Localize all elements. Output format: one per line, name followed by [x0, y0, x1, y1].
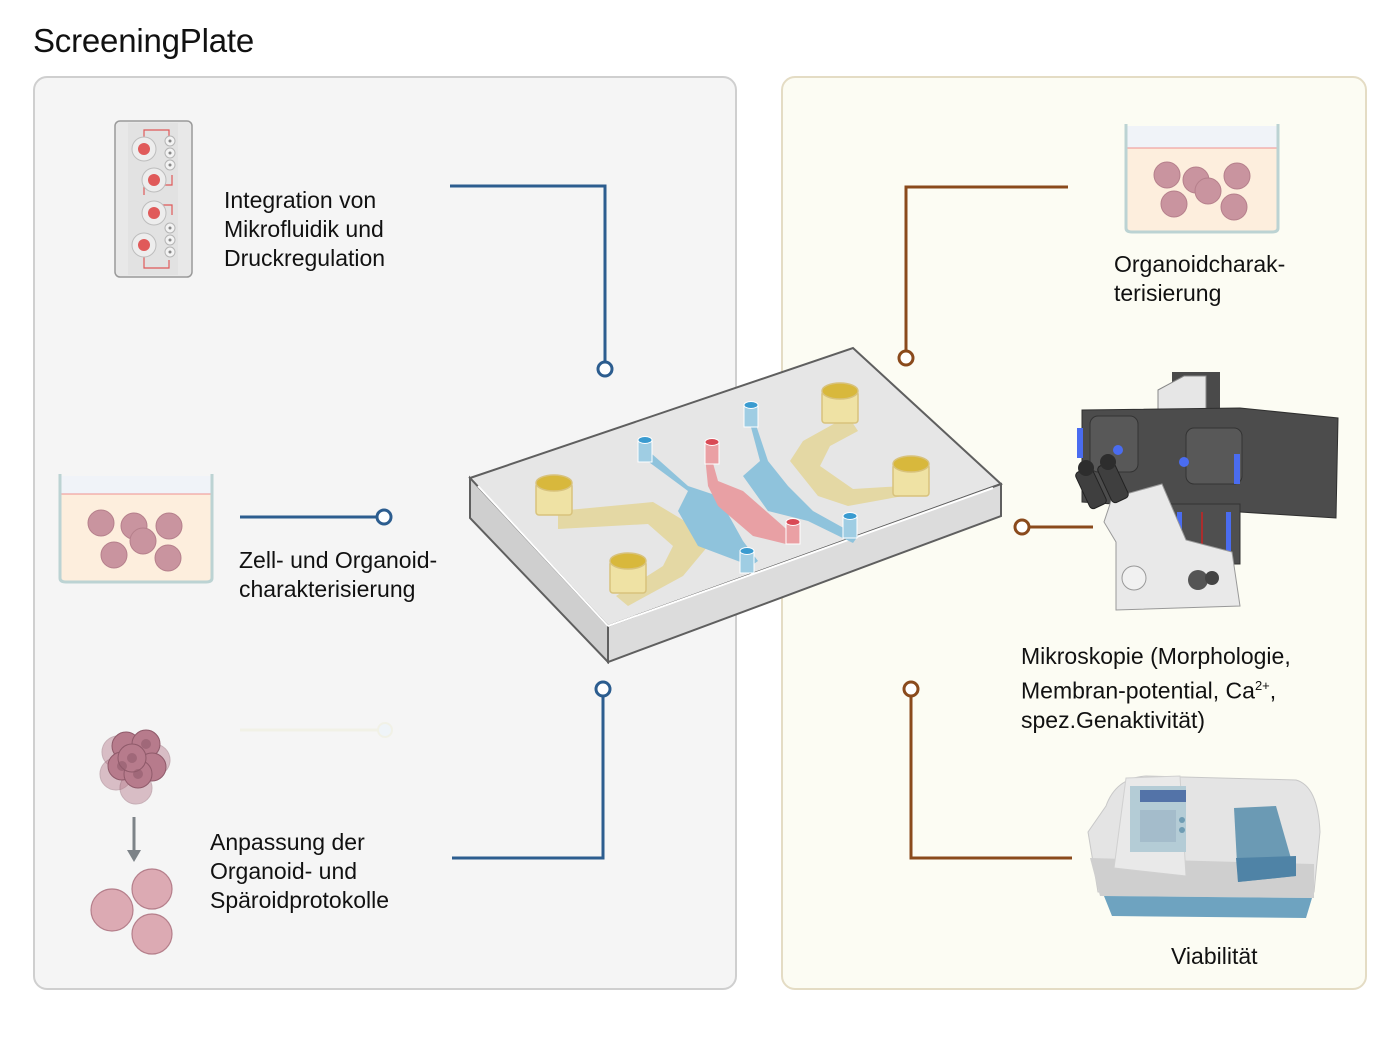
chip-reservoirs	[535, 382, 930, 594]
label-microscopy-prefix: Mikroskopie (Morphologie, Membran-potent…	[1021, 643, 1291, 704]
page-title: ScreeningPlate	[33, 22, 255, 59]
label-microscopy-suffix: , spez.Genaktivität)	[1021, 677, 1277, 733]
connector-node-protocols	[594, 680, 612, 698]
connector-protocols	[452, 696, 605, 860]
connector-node-microfluidics	[596, 360, 614, 378]
connector-node-viability	[902, 680, 920, 698]
label-viability: Viabilität	[1171, 943, 1258, 969]
label-microscopy: Mikroskopie (Morphologie, Membran-potent…	[1021, 642, 1291, 735]
label-organoid-char: Organoidcharak- terisierung	[1114, 251, 1286, 306]
chip-ports	[637, 401, 858, 574]
microfluidic-controller-icon	[114, 120, 194, 285]
label-microfluidics: Integration von Mikrofluidik und Druckre…	[224, 187, 386, 271]
organoids-icon	[90, 868, 173, 955]
petri-dish-organoids-icon	[58, 474, 214, 591]
label-microscopy-superscript: 2+	[1254, 678, 1270, 693]
organ-on-chip-icon	[468, 346, 1004, 669]
connector-viability	[909, 696, 1072, 860]
spheroid-icon	[99, 729, 171, 805]
connector-microfluidics	[450, 184, 607, 362]
microscope-icon	[1074, 372, 1340, 621]
connector-organoid-char	[904, 185, 1068, 351]
plate-reader-icon	[1086, 772, 1322, 925]
left-connectors	[240, 184, 614, 860]
label-protocols: Anpassung der Organoid- und Späroidproto…	[210, 829, 390, 913]
connector-node-organoid-char	[897, 349, 915, 367]
petri-dish-organoids-icon-right	[1124, 124, 1280, 241]
connector-node-cell-organoid	[375, 508, 393, 526]
faded-connector	[240, 722, 393, 738]
label-cell-organoid: Zell- und Organoid- charakterisierung	[239, 547, 438, 602]
right-connectors	[897, 185, 1093, 860]
connector-node-microscopy	[1013, 518, 1031, 536]
spheroid-to-organoid-icon	[90, 722, 182, 967]
